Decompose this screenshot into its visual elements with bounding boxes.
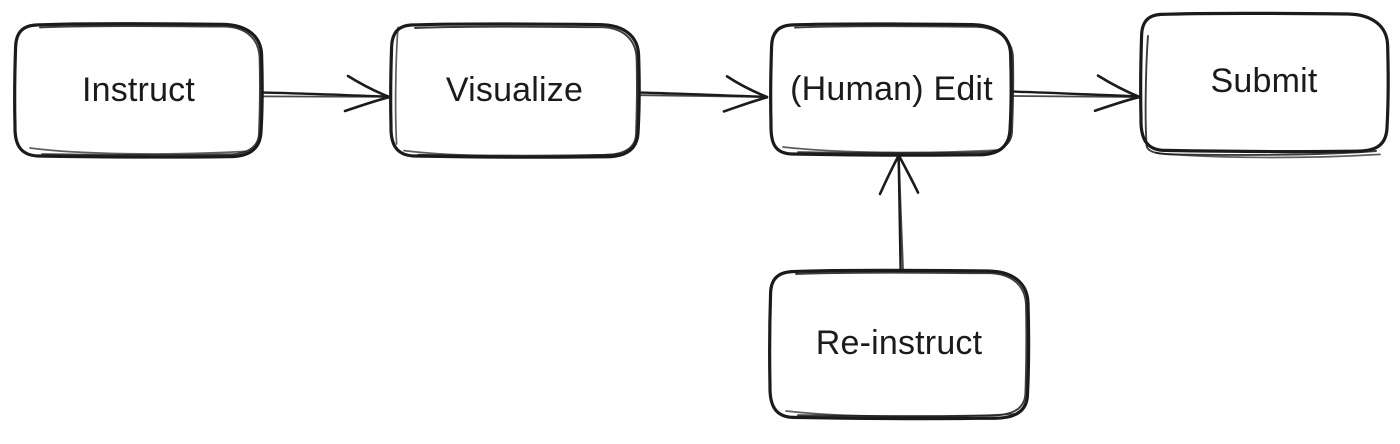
node-shape-submit[interactable] [1139,11,1390,159]
node-shape-re-instruct[interactable] [768,268,1031,421]
node-shape-instruct[interactable] [13,22,264,159]
edge-re-instruct-human-edit[interactable] [878,154,920,272]
node-human-edit[interactable] [770,24,1013,155]
node-re-instruct[interactable] [770,270,1028,418]
node-visualize[interactable] [390,24,639,157]
node-label-re-instruct: Re-instruct [815,324,983,363]
node-submit[interactable] [1140,13,1388,151]
node-instruct[interactable] [15,24,262,157]
node-shape-human-edit[interactable] [769,22,1015,157]
edge-visualize-human-edit[interactable] [638,75,769,113]
node-label-visualize: Visualize [445,70,584,109]
edge-human-edit-submit[interactable] [1012,74,1141,113]
node-shape-visualize[interactable] [389,22,641,159]
edge-instruct-visualize[interactable] [261,74,391,113]
node-label-submit: Submit [1210,62,1318,101]
node-label-instruct: Instruct [81,70,196,109]
node-label-human-edit: (Human) Edit [790,69,993,108]
